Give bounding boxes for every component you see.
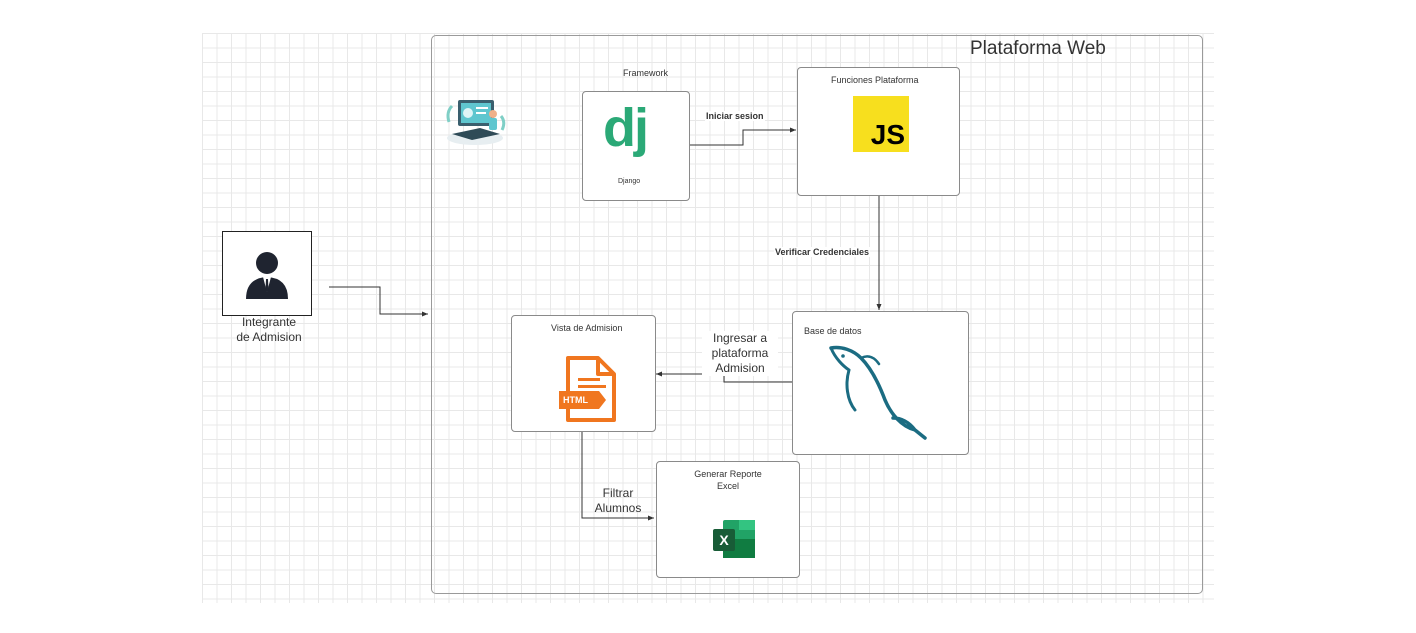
grid-background — [202, 33, 1214, 603]
actor-label-line2: de Admision — [236, 330, 302, 344]
report-box[interactable]: Generar Reporte Excel X — [656, 461, 800, 578]
framework-box[interactable]: dj Django — [582, 91, 690, 201]
js-logo-text: JS — [870, 119, 905, 150]
mysql-dolphin-icon — [829, 345, 927, 440]
edge-label-enter-line2: plataforma — [711, 346, 769, 360]
edge-label-login: Iniciar sesion — [705, 111, 765, 121]
edge-label-enter-line1: Ingresar a — [712, 331, 768, 345]
edge-label-enter-line3: Admision — [715, 361, 765, 375]
frame-title: Plataforma Web — [970, 38, 1106, 59]
functions-box[interactable]: Funciones Plataforma JS — [797, 67, 960, 196]
business-person-icon — [246, 252, 288, 299]
edge-login — [689, 127, 796, 146]
django-caption: Django — [618, 178, 641, 185]
actor-box[interactable] — [222, 231, 312, 316]
edge-label-enter: Ingresar a plataforma Admision — [702, 331, 778, 376]
functions-title: Funciones Plataforma — [831, 75, 919, 85]
html-logo-text: HTML — [563, 395, 588, 405]
actor-label: Integrante de Admision — [222, 315, 316, 345]
edge-label-filter-line1: Filtrar — [602, 486, 634, 500]
excel-logo-icon: X — [713, 520, 755, 558]
javascript-logo-icon: JS — [853, 96, 909, 152]
edge-label-filter: Filtrar Alumnos — [589, 486, 647, 516]
framework-caption: Framework — [623, 68, 669, 78]
admission-view-box[interactable]: Vista de Admision HTML — [511, 315, 656, 432]
edge-enter — [656, 371, 792, 383]
edge-label-filter-line2: Alumnos — [594, 501, 642, 515]
report-title-line1: Generar Reporte — [694, 469, 762, 479]
html-file-icon — [559, 356, 616, 422]
excel-logo-text: X — [713, 529, 735, 551]
edge-filter — [581, 431, 654, 521]
edge-actor-to-platform — [329, 286, 428, 317]
person-at-laptop-illustration-icon — [446, 100, 506, 145]
admission-view-title: Vista de Admision — [551, 323, 623, 333]
django-logo-icon: dj — [603, 98, 649, 158]
web-platform-frame[interactable] — [431, 35, 1203, 594]
edge-label-verify: Verificar Credenciales — [774, 247, 871, 257]
report-title: Generar Reporte Excel — [657, 468, 799, 492]
report-title-line2: Excel — [716, 481, 739, 491]
actor-label-line1: Integrante — [241, 315, 297, 329]
database-title: Base de datos — [804, 326, 862, 336]
database-box[interactable]: Base de datos — [792, 311, 969, 455]
